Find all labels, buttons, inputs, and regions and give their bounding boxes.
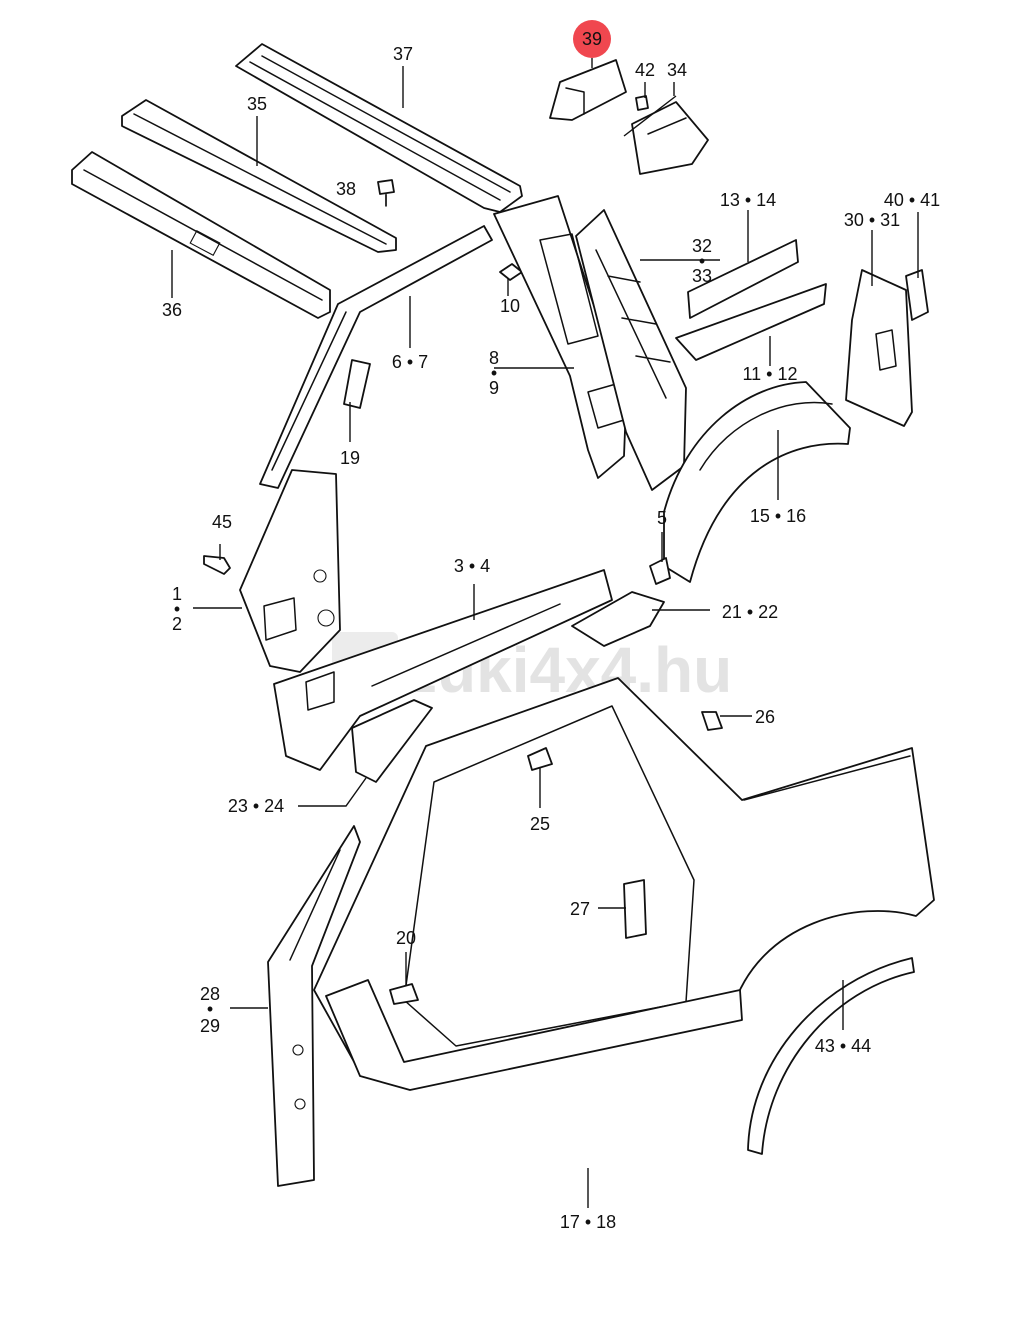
label-34: 34 — [667, 60, 687, 80]
label-6-7: 6 • 7 — [392, 352, 428, 372]
label-23-24: 23 • 24 — [228, 796, 284, 816]
part-17-18-side-body-outer — [313, 677, 935, 1091]
part-5-plate — [649, 557, 671, 585]
label-5: 5 — [657, 508, 667, 528]
part-39-bracket — [549, 59, 627, 121]
part-36-roof-side-rail — [71, 151, 331, 319]
part-34-bracket — [631, 101, 709, 175]
label-2: 2 — [172, 614, 182, 634]
label-45: 45 — [212, 512, 232, 532]
label-10: 10 — [500, 296, 520, 316]
part-19-bracket — [343, 359, 371, 409]
label-28: 28 — [200, 984, 220, 1004]
label-28-29-dot: • — [207, 999, 213, 1019]
part-15-16-wheel-arch — [663, 381, 851, 583]
label-32: 32 — [692, 236, 712, 256]
label-36: 36 — [162, 300, 182, 320]
part-37-roof-rail — [235, 43, 523, 213]
label-20: 20 — [396, 928, 416, 948]
part-26-clip — [701, 711, 723, 731]
label-26: 26 — [755, 707, 775, 727]
part-40-41-bracket — [905, 269, 929, 321]
part-35-roof-bow — [121, 99, 397, 253]
part-28-29-pillar — [267, 825, 361, 1187]
part-11-12-channel — [675, 283, 827, 361]
label-37: 37 — [393, 44, 413, 64]
part-30-31-rear-pillar — [845, 269, 913, 427]
part-42-screw — [635, 95, 649, 111]
label-42: 42 — [635, 60, 655, 80]
label-19: 19 — [340, 448, 360, 468]
part-27-bracket — [623, 879, 647, 939]
leader-lines — [171, 58, 919, 1208]
label-17-18: 17 • 18 — [560, 1212, 616, 1232]
label-33: 33 — [692, 266, 712, 286]
label-30-31: 30 • 31 — [844, 210, 900, 230]
label-35: 35 — [247, 94, 267, 114]
label-1: 1 — [172, 584, 182, 604]
part-6-7-front-pillar — [259, 225, 493, 489]
highlight-marker-39 — [573, 20, 611, 58]
part-8-9-center-pillar — [493, 195, 627, 479]
part-21-22-bracket — [571, 591, 665, 647]
label-3-4: 3 • 4 — [454, 556, 490, 576]
part-25-clip — [527, 747, 553, 771]
label-29: 29 — [200, 1016, 220, 1036]
label-38: 38 — [336, 179, 356, 199]
label-1-2-dot: • — [174, 599, 180, 619]
label-13-14: 13 • 14 — [720, 190, 776, 210]
part-45-bolt — [203, 555, 231, 575]
part-20-clip — [389, 983, 419, 1005]
part-1-2-front-pillar-lower — [239, 469, 341, 673]
label-27: 27 — [570, 899, 590, 919]
label-40-41: 40 • 41 — [884, 190, 940, 210]
label-11-12: 11 • 12 — [742, 364, 797, 384]
label-43-44: 43 • 44 — [815, 1036, 871, 1056]
label-15-16: 15 • 16 — [750, 506, 806, 526]
label-8-9-dot: • — [491, 363, 497, 383]
label-25: 25 — [530, 814, 550, 834]
label-8: 8 — [489, 348, 499, 368]
callout-labels: 37 35 38 39 42 34 13 • 14 30 • 31 40 • 4… — [162, 29, 940, 1232]
part-43-44-wheel-liner — [747, 957, 915, 1155]
label-32-33-dot: • — [699, 251, 705, 271]
label-9: 9 — [489, 378, 499, 398]
label-39: 39 — [582, 29, 602, 49]
part-23-24-bracket — [351, 699, 433, 783]
label-21-22: 21 • 22 — [722, 602, 778, 622]
part-13-14-gutter — [687, 239, 799, 319]
part-3-4-side-sill-inner — [273, 569, 613, 771]
